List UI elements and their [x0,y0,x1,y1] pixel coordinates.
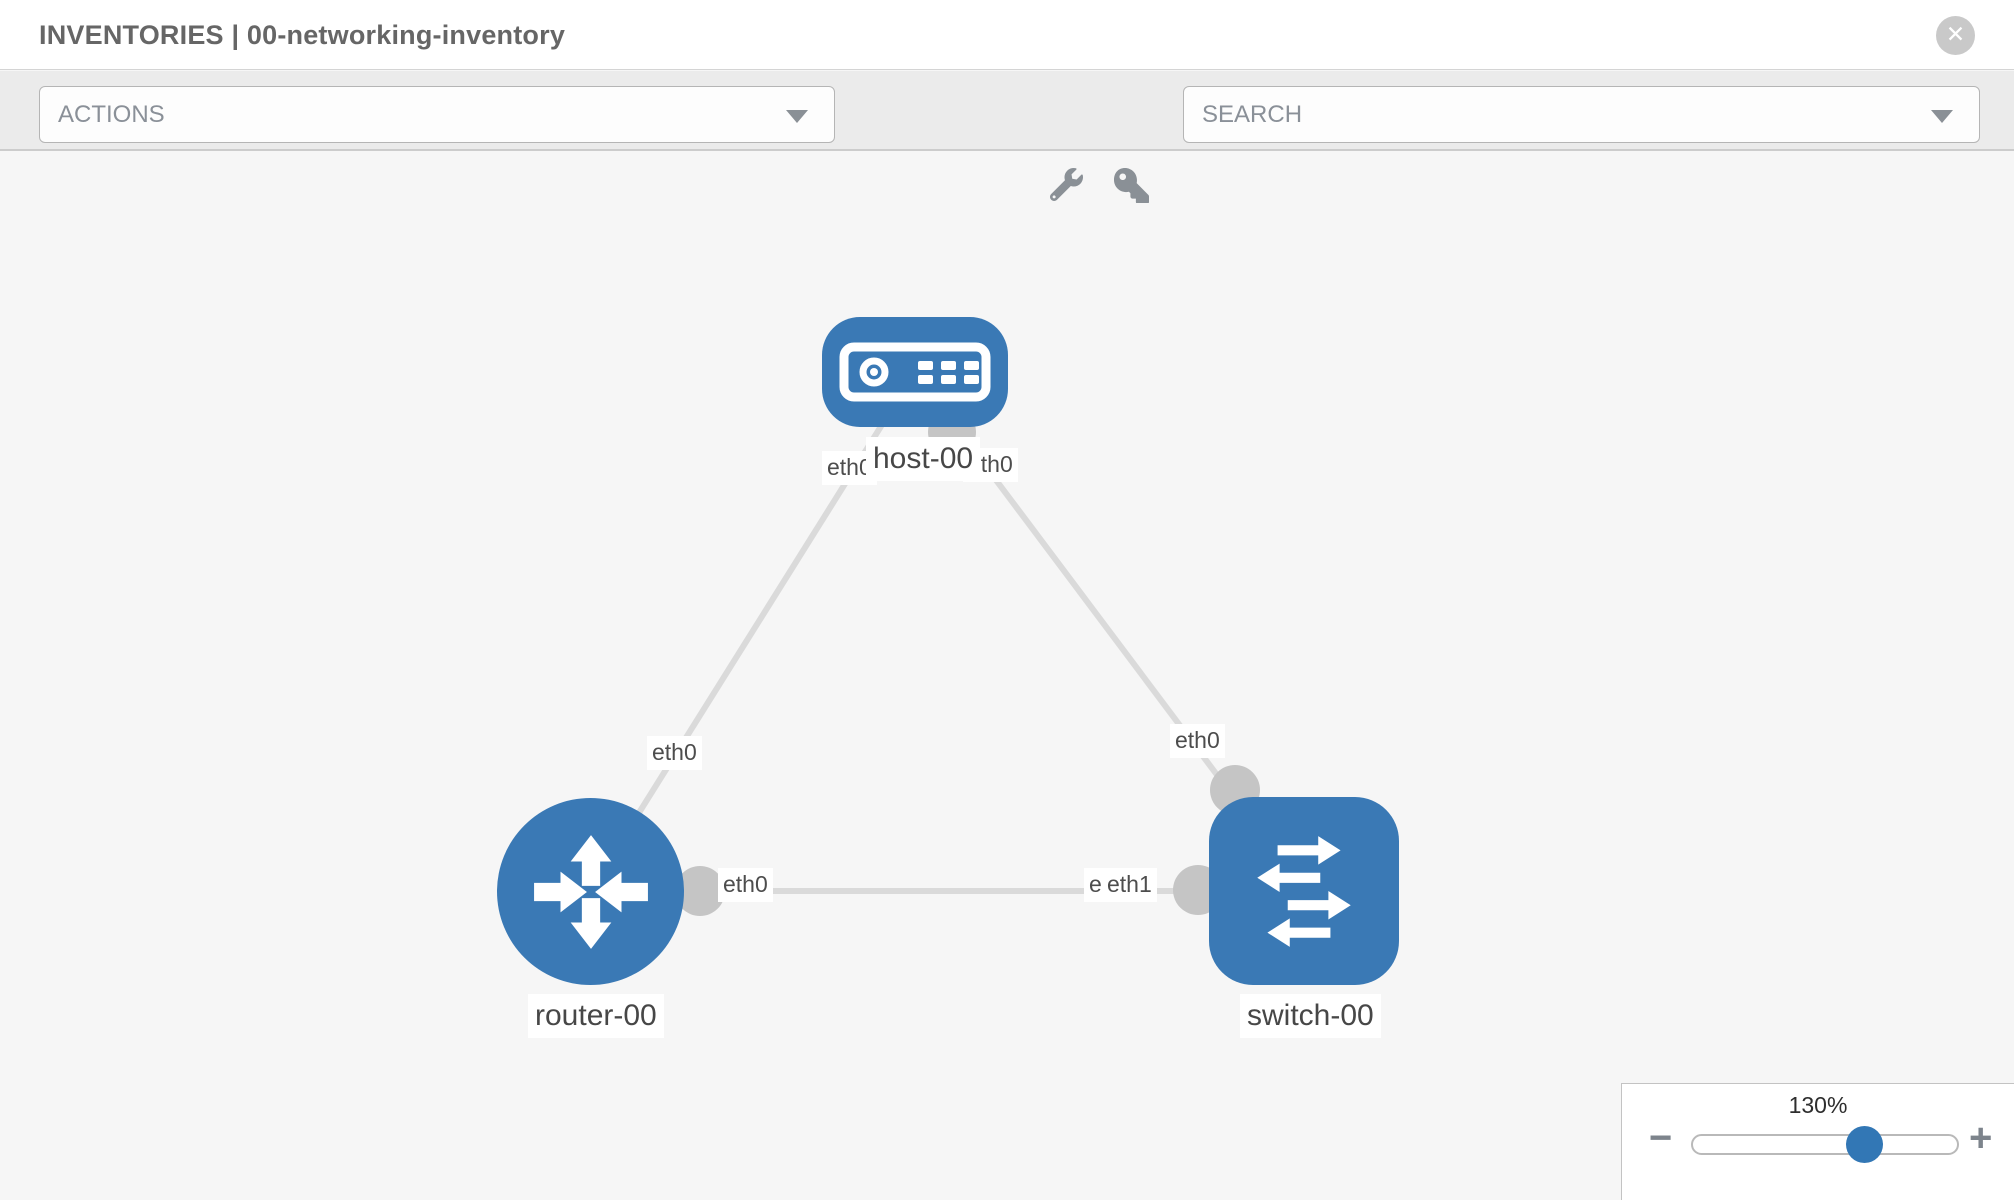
search-placeholder: SEARCH [1202,100,1303,128]
endpoint-router-switch-routerside[interactable] [675,866,725,916]
wrench-icon[interactable] [1050,168,1083,201]
actions-dropdown-label: ACTIONS [58,100,165,128]
page-title: INVENTORIES | 00-networking-inventory [39,19,566,50]
search-input[interactable]: SEARCH [1183,86,1980,143]
iface-label-router-switch-switchside: eth1 [1102,868,1157,902]
close-icon: ✕ [1945,21,1966,47]
node-label-host: host-00 [866,437,981,481]
node-label-switch: switch-00 [1240,994,1381,1038]
zoom-value: 130% [1788,1092,1848,1118]
host-icon [839,342,991,402]
iface-label-host-router-routerside: eth0 [647,736,702,770]
key-icon[interactable] [1114,168,1149,203]
router-icon [533,834,648,949]
zoom-slider-knob[interactable] [1846,1126,1883,1163]
switch-icon [1257,836,1351,947]
iface-label-router-switch-routerside: eth0 [718,868,773,902]
chevron-down-icon [786,110,808,123]
node-router-00[interactable] [497,798,684,985]
zoom-control-panel: 130% − + [1621,1083,2014,1200]
zoom-out-button[interactable]: − [1649,1116,1673,1160]
node-switch-00[interactable] [1209,797,1399,985]
toolbar: ACTIONS SEARCH [0,71,2014,203]
node-host-00[interactable] [822,317,1008,427]
header: INVENTORIES | 00-networking-inventory ✕ [0,0,2014,70]
actions-dropdown[interactable]: ACTIONS [39,86,835,143]
chevron-down-icon [1931,110,1953,123]
zoom-slider-track[interactable] [1691,1134,1959,1155]
node-label-router: router-00 [528,994,664,1038]
zoom-in-button[interactable]: + [1969,1116,1993,1160]
close-button[interactable]: ✕ [1936,16,1975,55]
iface-label-host-switch-switchside: eth0 [1170,724,1225,758]
